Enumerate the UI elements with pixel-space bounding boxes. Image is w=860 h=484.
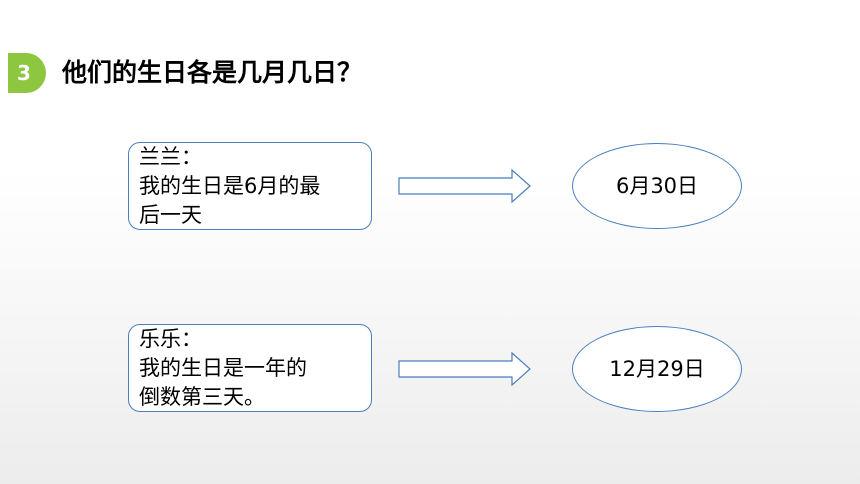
- answer-text: 6月30日: [615, 174, 699, 198]
- answer-text: 12月29日: [609, 357, 705, 381]
- answer-ellipse-lele: 12月29日: [572, 326, 742, 412]
- right-arrow-icon: [398, 352, 531, 386]
- speech-text-line: 倒数第三天。: [139, 385, 265, 409]
- speaker-name: 兰兰：: [139, 145, 202, 169]
- speech-box-lanlan: 兰兰： 我的生日是6月的最 后一天: [128, 142, 372, 230]
- speaker-name: 乐乐：: [139, 327, 202, 351]
- question-number-badge: 3: [8, 53, 46, 93]
- speech-box-lele: 乐乐： 我的生日是一年的 倒数第三天。: [128, 324, 372, 412]
- speech-text-line: 我的生日是一年的: [139, 356, 307, 380]
- speech-text-line: 后一天: [139, 203, 202, 227]
- speech-text-line: 我的生日是6月的最: [139, 174, 321, 198]
- answer-ellipse-lanlan: 6月30日: [572, 143, 742, 229]
- right-arrow-icon: [398, 169, 531, 203]
- question-title: 他们的生日各是几月几日？: [62, 58, 363, 87]
